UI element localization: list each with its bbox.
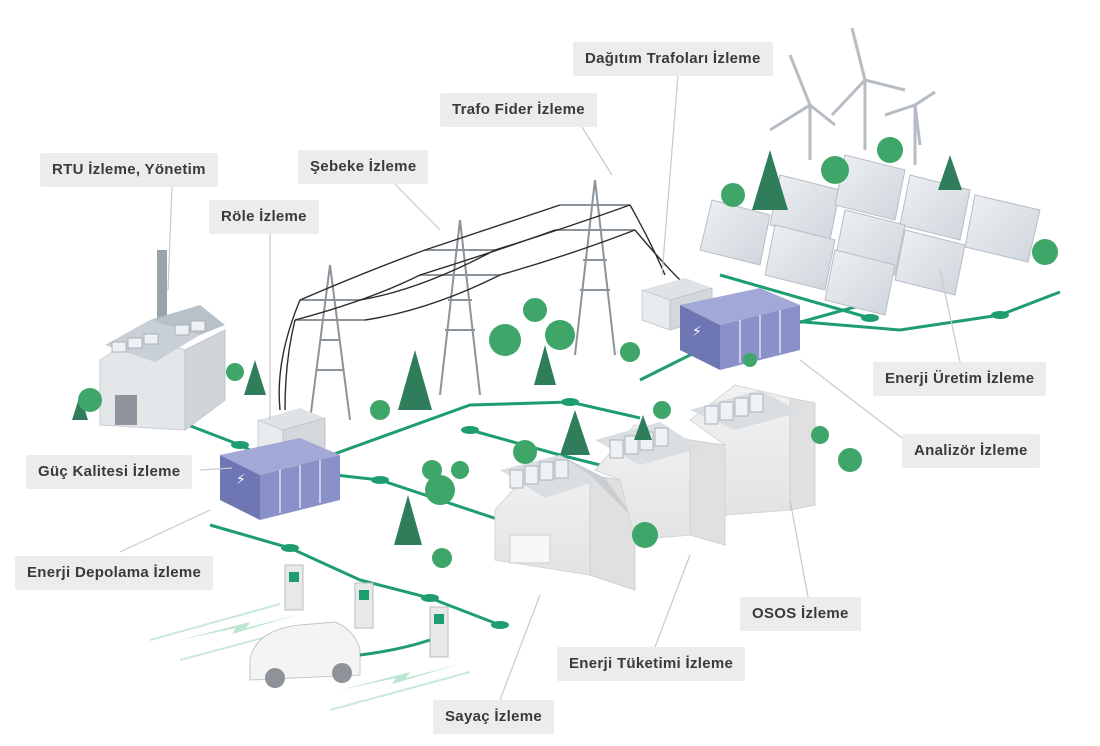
ev-chargers	[284, 564, 449, 658]
label-osos: OSOS İzleme	[740, 597, 861, 631]
label-trafo-fider: Trafo Fider İzleme	[440, 93, 597, 127]
wind-turbines	[769, 27, 936, 165]
label-enerji-tuketimi: Enerji Tüketimi İzleme	[557, 647, 746, 681]
ground-arrows	[180, 614, 460, 690]
svg-text:⚡: ⚡	[236, 472, 246, 488]
house-middle	[594, 422, 726, 546]
label-guc-kalitesi: Güç Kalitesi İzleme	[26, 455, 193, 489]
trees	[72, 137, 1058, 568]
label-enerji-uretim: Enerji Üretim İzleme	[873, 362, 1047, 396]
electric-car	[249, 621, 431, 688]
solar-panels	[699, 154, 1041, 316]
svg-text:⚡: ⚡	[692, 324, 702, 340]
power-wires	[278, 204, 681, 411]
factory	[99, 250, 226, 431]
battery-storage-right: ⚡	[680, 288, 800, 370]
label-sayac: Sayaç İzleme	[433, 700, 554, 734]
house-back	[689, 384, 816, 516]
label-rtu: RTU İzleme, Yönetim	[40, 153, 218, 187]
callout-lines	[119, 74, 961, 701]
transmission-towers	[295, 179, 635, 421]
label-dagitim-trafolari: Dağıtım Trafoları İzleme	[573, 42, 773, 76]
label-enerji-depolama: Enerji Depolama İzleme	[15, 556, 214, 590]
battery-storage-left: ⚡	[220, 438, 340, 520]
label-sebeke: Şebeke İzleme	[298, 150, 429, 184]
label-role: Röle İzleme	[209, 200, 319, 234]
label-analizor: Analizör İzleme	[902, 434, 1040, 468]
house-front	[494, 455, 636, 591]
